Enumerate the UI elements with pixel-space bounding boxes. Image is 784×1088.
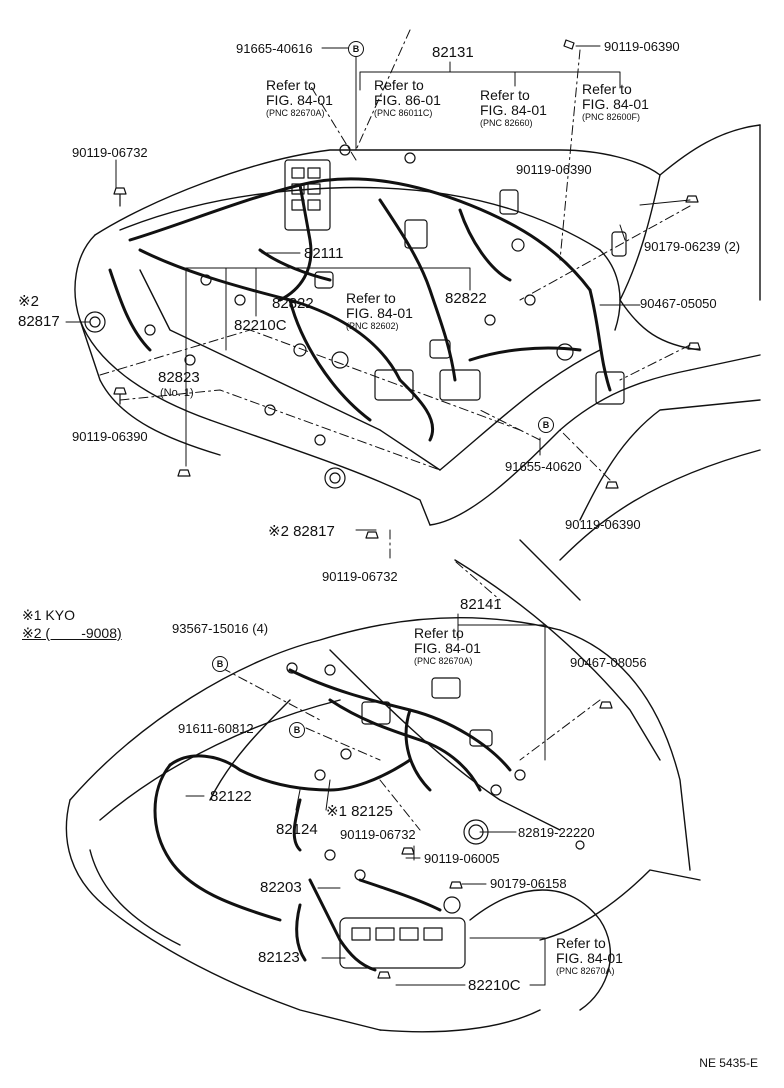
bottom-leader-lines — [185, 613, 546, 986]
part-82141: 82141 — [460, 596, 502, 613]
part-82210c-bottom: 82210C — [468, 977, 521, 994]
part-82817-a: 82817 — [18, 313, 60, 330]
part-90119-06732-b: 90119-06732 — [322, 569, 398, 584]
part-90467-05050: 90467-05050 — [640, 296, 717, 311]
bottom-dashed-guide-lines — [221, 561, 601, 831]
top-bolts — [113, 39, 701, 539]
part-90119-06732-a: 90119-06732 — [72, 145, 148, 160]
badge-b-bottom-1: B — [212, 656, 228, 672]
part-90179-06158: 90179-06158 — [490, 876, 567, 891]
part-82203: 82203 — [260, 879, 302, 896]
part-90119-06390-a: 90119-06390 — [604, 39, 680, 54]
part-90119-06005: 90119-06005 — [424, 851, 500, 866]
part-82124: 82124 — [276, 821, 318, 838]
badge-b-top-1: B — [348, 41, 364, 57]
part-82210c-top: 82210C — [234, 317, 287, 334]
part-90179-06239: 90179-06239 (2) — [644, 239, 741, 254]
top-dashed-guide-lines — [99, 29, 691, 561]
part-90119-06390-d: 90119-06390 — [565, 517, 641, 532]
part-90119-06390-b: 90119-06390 — [516, 162, 592, 177]
part-82122: 82122 — [210, 788, 252, 805]
legend-note-1: ※1 KYO — [22, 607, 75, 623]
part-82125: ※1 82125 — [326, 803, 393, 820]
part-82822-a: 82822 — [272, 295, 314, 312]
part-82111: 82111 — [304, 245, 344, 262]
badge-b-bottom-2: B — [289, 722, 305, 738]
part-82822-b: 82822 — [445, 290, 487, 307]
badge-b-top-2: B — [538, 417, 554, 433]
part-82819-22220: 82819-22220 — [518, 825, 595, 840]
part-82123: 82123 — [258, 949, 300, 966]
legend-note-2: ※2 ( -9008) — [22, 625, 122, 641]
part-91655-40620: 91655-40620 — [505, 459, 582, 474]
top-harness-bundles — [108, 177, 612, 442]
legend: ※1 KYO ※2 ( -9008) — [22, 606, 122, 642]
figure-code: NE 5435-E — [699, 1056, 758, 1070]
bottom-connectors — [286, 662, 585, 969]
part-90467-08056: 90467-08056 — [570, 655, 647, 670]
part-90119-06390-c: 90119-06390 — [72, 429, 148, 444]
part-90119-06732-bottom: 90119-06732 — [340, 827, 416, 842]
part-82817-b: ※2 82817 — [268, 523, 335, 540]
part-93567-15016: 93567-15016 (4) — [172, 621, 269, 636]
part-82131: 82131 — [432, 44, 474, 61]
part-82823: 82823 — [158, 369, 200, 386]
bottom-harness-bundles — [153, 668, 512, 972]
part-91665-40616: 91665-40616 — [236, 41, 313, 56]
part-82817-a-note: ※2 — [18, 293, 39, 310]
bottom-car-body-outline — [65, 539, 701, 1033]
top-car-body-outline — [74, 124, 761, 561]
part-91611-60812: 91611-60812 — [178, 721, 254, 736]
part-82823-sub: (No. 1) — [160, 387, 194, 399]
